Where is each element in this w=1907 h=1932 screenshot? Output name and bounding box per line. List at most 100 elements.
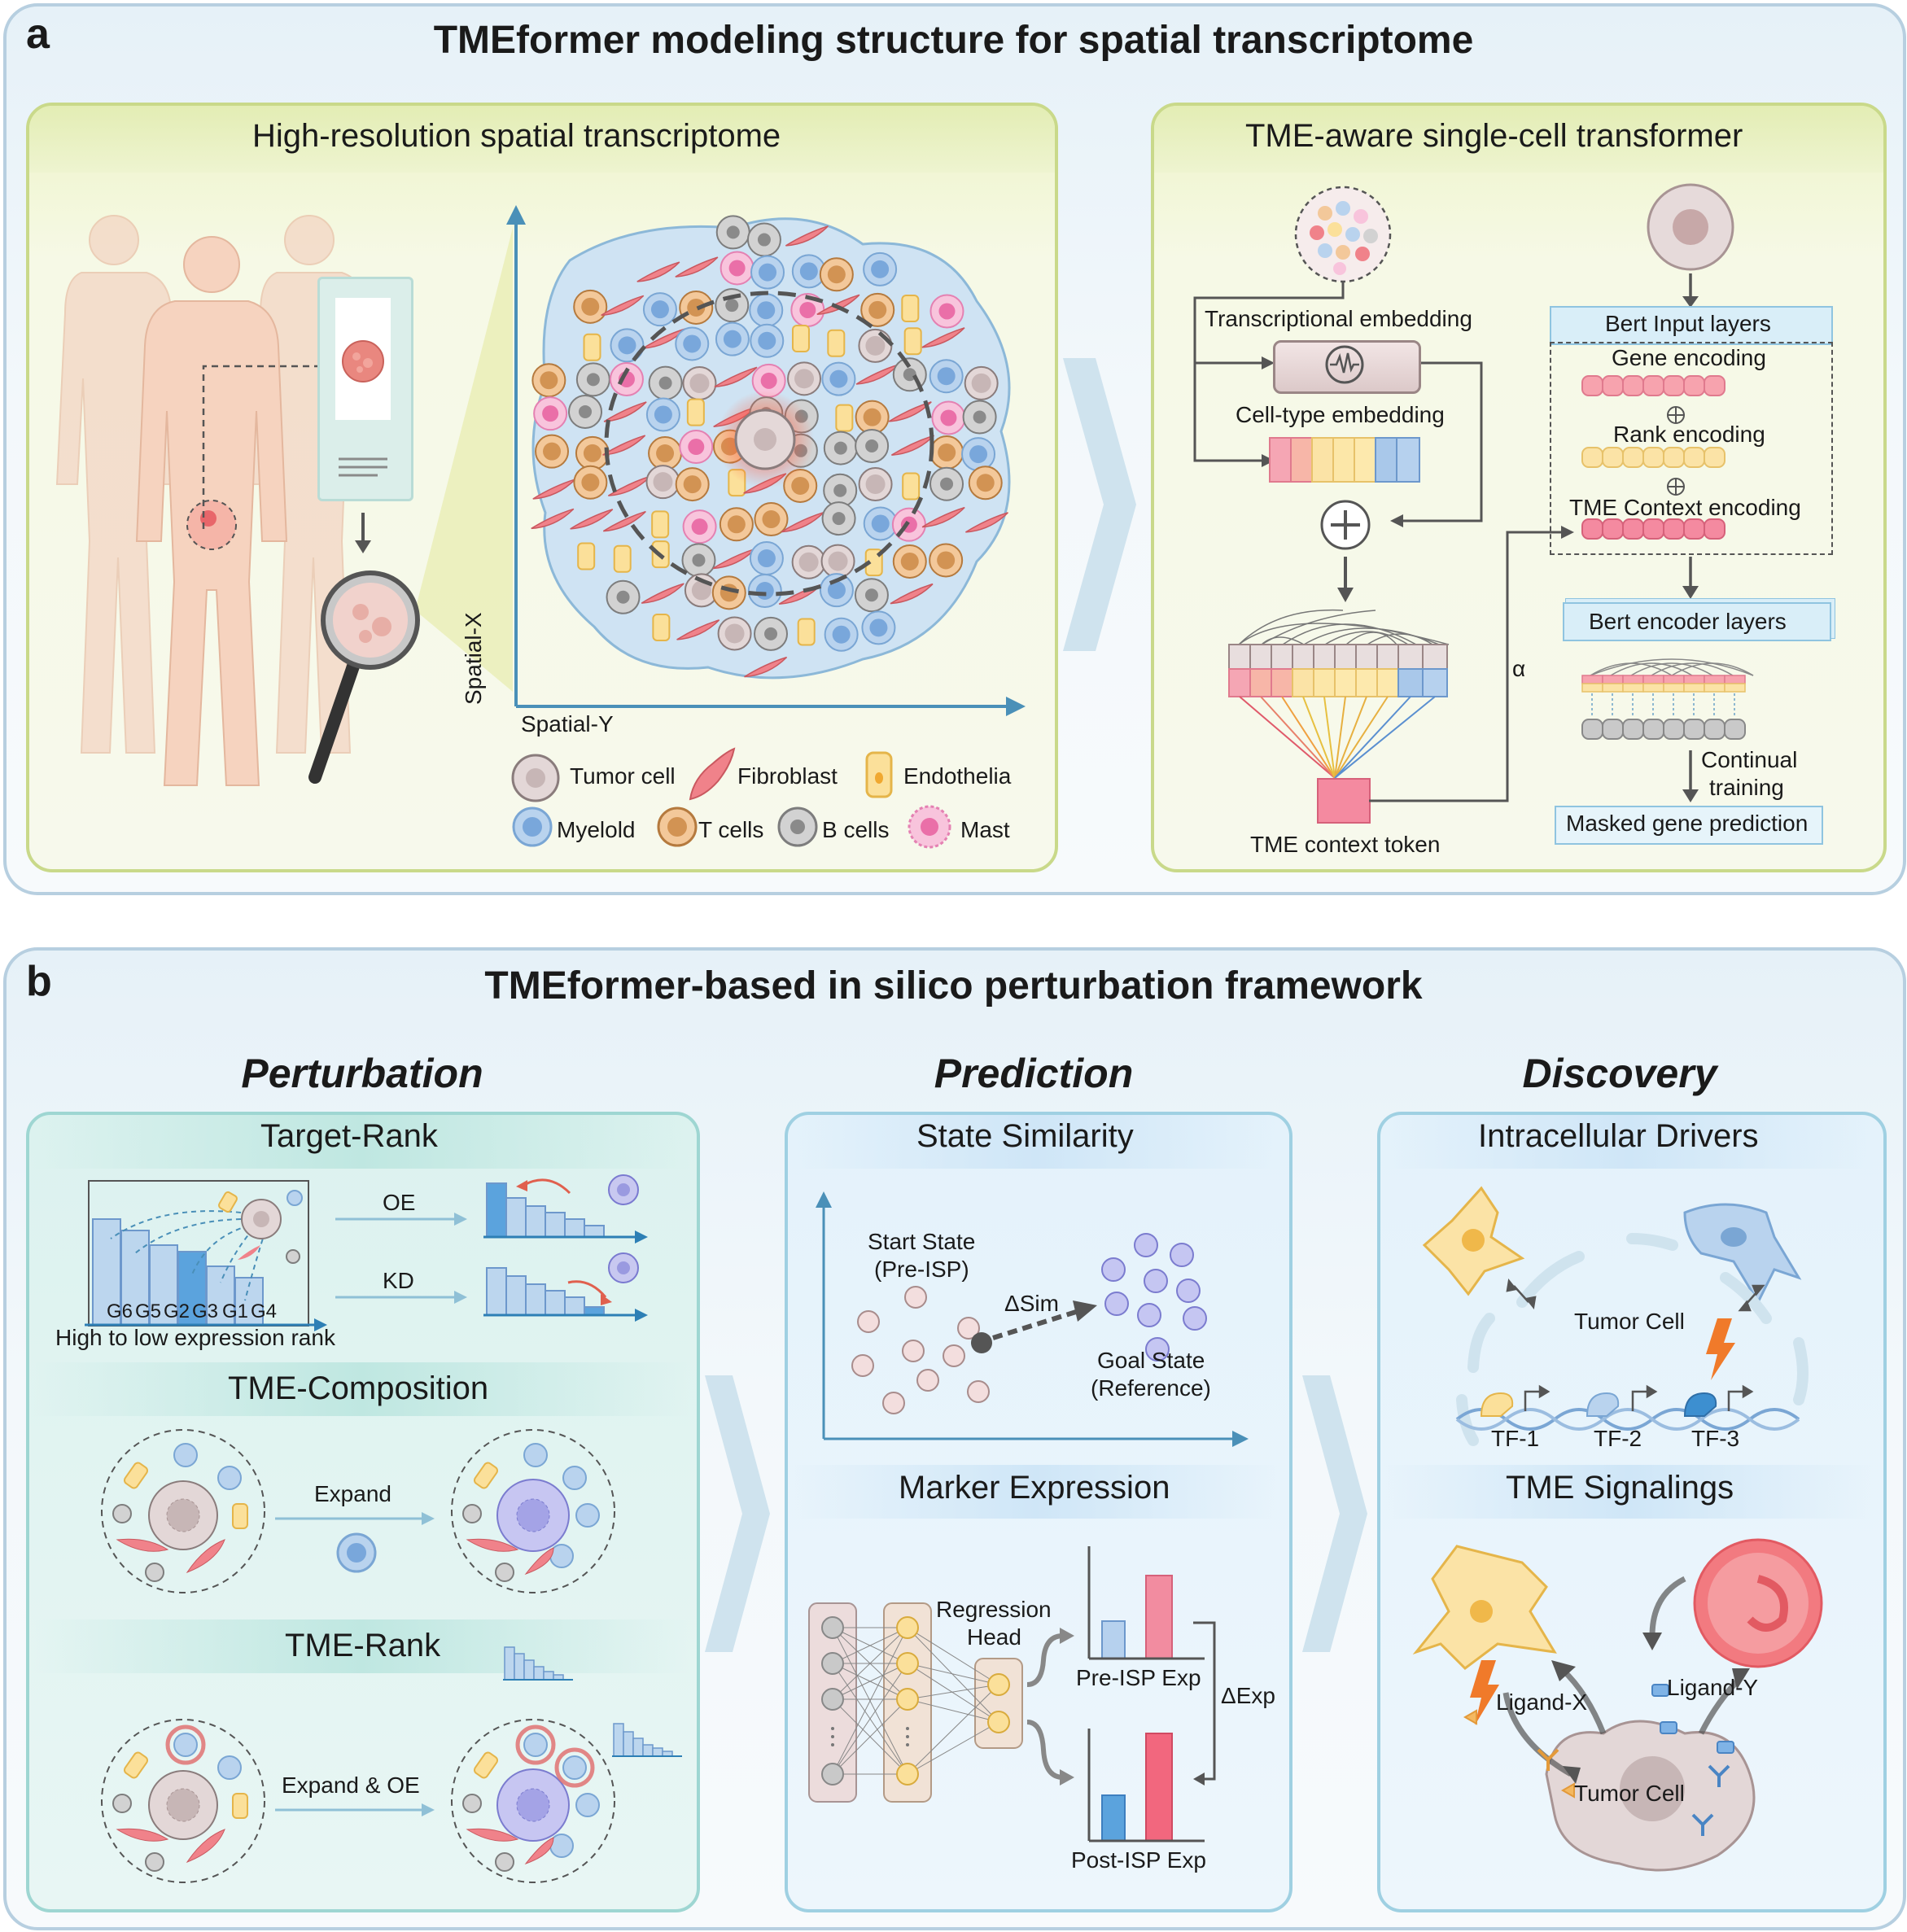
cell-nucleus: [794, 369, 815, 389]
cell-nucleus: [976, 474, 995, 492]
cell-nucleus: [757, 549, 776, 568]
pre-isp-bar-blue: [1101, 1620, 1126, 1659]
fibroblast-cell: [888, 401, 932, 422]
cell-nucleus: [865, 474, 886, 495]
kd-label: KD: [383, 1268, 414, 1293]
mast-cell-icon: [908, 805, 951, 849]
cell-nucleus: [658, 376, 672, 390]
tme-rank-after: [451, 1719, 615, 1883]
cell-nucleus: [689, 373, 710, 393]
encoding-token: [1704, 518, 1725, 540]
cell-cluster-icon: [1294, 186, 1392, 283]
cell-nucleus: [687, 298, 706, 317]
b-cell-icon: [777, 806, 818, 847]
endothelial-cell: [903, 327, 922, 356]
cell-nucleus: [799, 301, 816, 318]
encoding-token: [1663, 447, 1685, 468]
post-isp-bar-pink: [1145, 1733, 1173, 1842]
endothelial-cell: [577, 542, 596, 570]
panel-a-letter: a: [26, 11, 50, 58]
cell-nucleus: [833, 483, 847, 497]
ligand-y-label: Ligand-Y: [1667, 1675, 1759, 1700]
panel-b-title: TMEformer-based in silico perturbation f…: [484, 964, 1423, 1008]
encoding-token: [1642, 447, 1664, 468]
cell-nucleus: [758, 331, 776, 350]
cell-nucleus: [683, 334, 702, 353]
fibroblast-cell: [965, 512, 1008, 533]
flow-chevron-b1: [705, 1375, 770, 1652]
cell-nucleus: [757, 301, 776, 320]
plus-icon: [1320, 500, 1371, 550]
cell-nucleus: [827, 265, 846, 284]
gene-label-g4: G4: [251, 1300, 278, 1322]
ligand-x-label: Ligand-X: [1496, 1689, 1588, 1715]
endothelial-cell: [901, 295, 920, 323]
pre-isp-bar-pink: [1145, 1575, 1173, 1659]
encoding-token: [1622, 375, 1644, 396]
bert-input-layers-box: [1550, 306, 1833, 345]
transformer-title: TME-aware single-cell transformer: [1245, 118, 1743, 154]
encoding-token-rows: [1581, 375, 1725, 540]
intracellular-diagram: [1422, 1186, 1809, 1446]
post-isp-chart: [1087, 1729, 1205, 1842]
mini-bar: [632, 1737, 644, 1757]
mini-bar: [504, 1646, 515, 1681]
axis-x-label: Spatial-Y: [521, 711, 614, 737]
rank-bar-chart: [85, 1190, 327, 1331]
cell-nucleus: [543, 442, 562, 461]
tumor-cell-icon: [511, 754, 560, 802]
gene-label-g5: G5: [135, 1300, 162, 1322]
endothelial-cell: [902, 472, 921, 500]
kd-arrow: [335, 1291, 467, 1304]
cell-nucleus: [586, 373, 600, 387]
expand-label: Expand: [314, 1481, 391, 1506]
tumor-cell-label-1: Tumor Cell: [1574, 1309, 1685, 1334]
endothelial-cell: [583, 333, 601, 361]
encoding-token: [1602, 447, 1624, 468]
cell-nucleus: [755, 582, 774, 601]
cell-nucleus: [971, 373, 991, 393]
encoding-token: [1683, 447, 1705, 468]
encoder-token: [1704, 683, 1725, 693]
cell-nucleus: [725, 299, 739, 313]
tme-signalings-title: TME Signalings: [1506, 1470, 1734, 1506]
endothelial-cell: [652, 613, 671, 641]
cell-nucleus: [728, 260, 746, 277]
regression-network: [808, 1602, 1074, 1803]
cell-nucleus: [656, 444, 675, 463]
cell-nucleus: [583, 444, 601, 462]
encoding-token: [1683, 518, 1705, 540]
magnifier-icon: [308, 570, 420, 784]
cell-nucleus: [832, 625, 851, 644]
cell-nucleus: [762, 510, 781, 529]
sample-connector: [202, 365, 342, 529]
fibroblast-cell: [602, 510, 646, 532]
axis-y-label: Spatial-X: [461, 612, 486, 705]
cell-nucleus: [829, 369, 848, 388]
legend-endothelia: Endothelia: [903, 763, 1012, 789]
encoder-token: [1602, 683, 1624, 693]
endothelial-cell: [835, 404, 854, 432]
oe-bar: [584, 1225, 605, 1238]
encoding-token: [1663, 518, 1685, 540]
encoding-token: [1581, 518, 1603, 540]
cell-nucleus: [798, 552, 819, 572]
encoder-attention: [1581, 658, 1754, 740]
state-similarity-plot: [816, 1191, 1249, 1447]
oe-bar: [525, 1205, 546, 1238]
tf-3-label: TF-3: [1691, 1426, 1740, 1451]
attention-grid: [1228, 609, 1450, 779]
cell-nucleus: [540, 371, 558, 390]
fibroblast-cell: [744, 656, 788, 678]
t-cell-icon: [657, 806, 698, 847]
down-arrow-icon: [1682, 750, 1699, 802]
oe-bar: [564, 1218, 585, 1238]
cell-nucleus: [650, 300, 669, 319]
cell-nucleus: [581, 297, 600, 316]
oe-bar: [545, 1212, 566, 1238]
mini-bar: [613, 1723, 624, 1757]
pre-isp-chart: [1087, 1546, 1205, 1660]
bert-input-layers-label: Bert Input layers: [1605, 311, 1771, 336]
tme-context-encoding-label: TME Context encoding: [1569, 495, 1801, 520]
cell-type-embedding-label: Cell-type embedding: [1236, 402, 1445, 427]
